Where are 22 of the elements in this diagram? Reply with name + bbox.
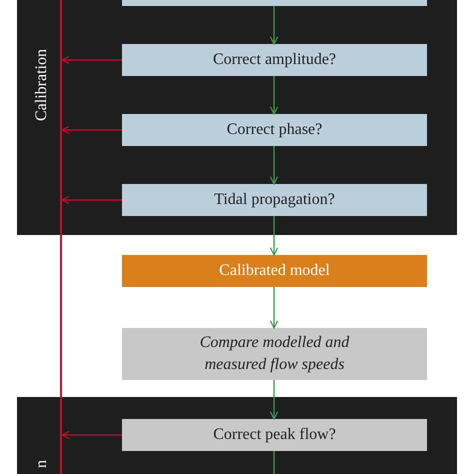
arrow <box>270 146 278 185</box>
arrow <box>61 196 122 204</box>
arrow <box>61 430 122 440</box>
process-box: Tidal propagation? <box>122 184 427 216</box>
arrow <box>61 56 122 64</box>
arrow <box>270 287 278 329</box>
stage-panel <box>17 397 457 474</box>
return-line <box>60 0 62 474</box>
process-box: Compare modelled and measured flow speeds <box>122 328 427 380</box>
arrow <box>61 126 122 134</box>
stage-label: Calibration <box>33 49 51 121</box>
process-box: Correct peak flow? <box>122 419 427 451</box>
process-box: Calibrated model <box>122 255 427 287</box>
stage-panel <box>17 0 457 235</box>
arrow <box>270 76 278 115</box>
arrow <box>270 216 278 256</box>
empty-box <box>122 0 427 6</box>
stage-label: n <box>33 460 51 468</box>
process-box: Correct phase? <box>122 114 427 146</box>
process-box: Correct amplitude? <box>122 44 427 76</box>
arrow <box>270 6 278 45</box>
arrow <box>270 380 278 420</box>
